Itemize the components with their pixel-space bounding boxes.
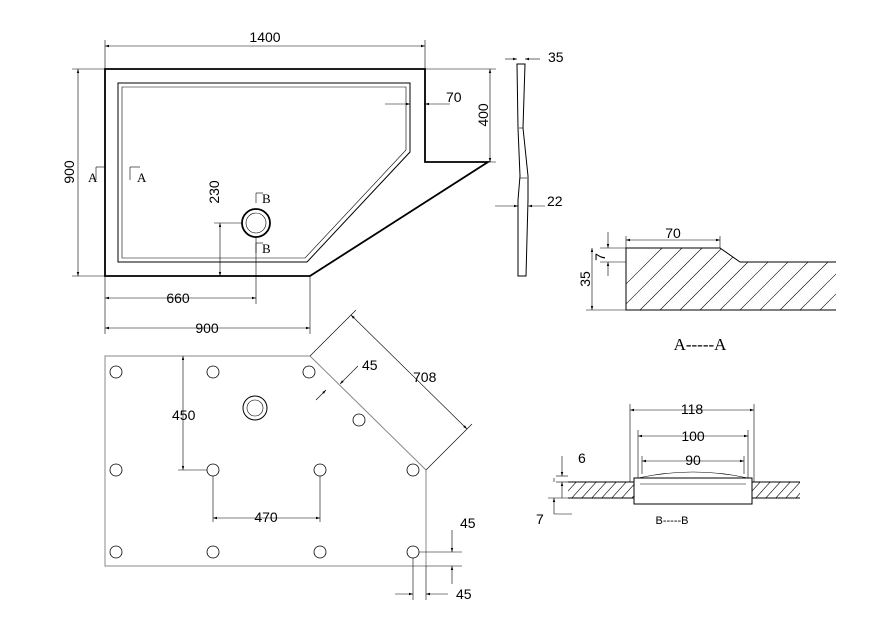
side-bottom-label: 22: [547, 193, 563, 209]
foot: [313, 463, 327, 477]
section-a-hatch: [626, 248, 836, 310]
base-outline: [104, 355, 427, 567]
section-a-height-label: 35: [577, 271, 593, 287]
section-a-title: A-----A: [674, 335, 728, 354]
section-b-bottom-label: 7: [536, 511, 544, 527]
dim-corner-x-45: 45: [395, 558, 472, 602]
dim-drain-660: 660: [104, 237, 257, 334]
dim-section-a-35: 35: [577, 248, 626, 311]
section-a: 70 7 35 A-----A: [577, 225, 836, 354]
base-drain: [242, 395, 268, 421]
width-label: 1400: [249, 29, 280, 45]
section-b-top-label: B: [262, 191, 271, 206]
section-b-hatch-right: [752, 482, 800, 498]
dim-side-400: 400: [425, 68, 496, 163]
section-a-step-label: 7: [592, 253, 608, 261]
dim-width-1400: 1400: [104, 29, 426, 69]
foot: [109, 463, 123, 477]
dim-section-a-7: 7: [592, 232, 626, 276]
drain-x-label: 660: [166, 290, 190, 306]
dim-section-b-90: 90: [641, 452, 745, 474]
foot: [109, 365, 123, 379]
section-a-right-label: A: [137, 170, 147, 185]
section-b-top-label: 6: [578, 450, 586, 466]
drain-inner: [245, 212, 267, 234]
dim-corner-y-45: 45: [419, 515, 476, 584]
base-drain-inner: [246, 399, 264, 417]
dim-foot-spacing-470: 470: [212, 476, 321, 525]
section-a-marks: A A: [88, 166, 147, 185]
dim-drain-230: 230: [206, 180, 242, 276]
section-b-hatch-left: [568, 482, 634, 498]
foot: [313, 545, 327, 559]
bottom-width-label: 900: [195, 320, 219, 336]
dim-section-b-100: 100: [637, 428, 749, 478]
section-a-width-label: 70: [665, 225, 681, 241]
dim-section-b-7: 7: [536, 478, 572, 527]
side-profile: [516, 63, 529, 277]
tray-outline: [104, 68, 492, 277]
foot-spacing-label: 470: [254, 509, 278, 525]
flange-label: 70: [446, 89, 462, 105]
section-b-inner-label: 90: [685, 452, 701, 468]
dim-diagonal-45: 45: [315, 357, 378, 401]
foot: [406, 545, 420, 559]
drain-depth-label: 450: [172, 407, 196, 423]
dim-flange-70: 70: [385, 89, 462, 106]
foot: [302, 365, 316, 379]
section-b-mid-label: 100: [681, 428, 705, 444]
drain-y-label: 230: [206, 180, 222, 204]
diagonal-offset-label: 45: [362, 357, 378, 373]
dim-side-35: 35: [505, 49, 564, 65]
height-label: 900: [61, 160, 77, 184]
section-a-left-label: A: [88, 170, 98, 185]
corner-x-label: 45: [456, 586, 472, 602]
side-top-label: 35: [548, 49, 564, 65]
corner-y-label: 45: [460, 515, 476, 531]
dim-side-22: 22: [495, 193, 563, 209]
section-b-outer-label: 118: [681, 401, 704, 417]
dim-height-900: 900: [61, 68, 105, 277]
dim-section-b-6: 6: [556, 450, 586, 498]
section-b-bottom-label: B: [262, 241, 271, 256]
bottom-view: 450 470 708 45 45: [104, 309, 476, 602]
side-view: 35 22: [495, 49, 564, 277]
dim-section-b-118: 118: [629, 401, 755, 482]
diagonal-length-label: 708: [413, 369, 437, 385]
section-b-drain-cap: [637, 471, 749, 479]
side-height-label: 400: [475, 103, 491, 127]
dim-drain-depth-450: 450: [172, 356, 207, 471]
dim-diagonal-708: 708: [309, 309, 473, 471]
foot: [206, 545, 220, 559]
section-a-outline: [625, 247, 836, 311]
dim-section-a-70: 70: [625, 225, 721, 248]
foot: [206, 365, 220, 379]
section-b-marks: B B: [255, 191, 271, 256]
section-b: 118 100 90 6 7 B-----B: [536, 401, 800, 527]
foot: [206, 463, 220, 477]
dim-bottom-900: 900: [105, 276, 311, 336]
section-b-drain-body: [633, 477, 753, 505]
tray-inner-flange-2: [121, 86, 407, 259]
top-view: A A B B 1400 900 70: [61, 29, 496, 336]
tray-inner-flange: [117, 82, 411, 263]
section-b-title: B-----B: [656, 515, 689, 527]
foot: [109, 545, 123, 559]
foot: [406, 463, 420, 477]
feet: [109, 365, 420, 559]
foot: [352, 413, 366, 427]
